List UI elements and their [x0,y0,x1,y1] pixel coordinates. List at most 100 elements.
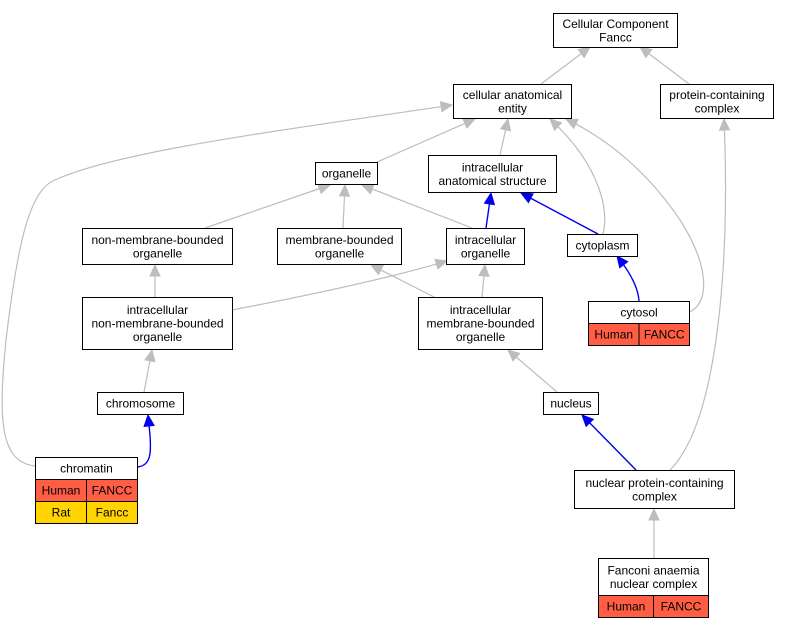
node-label-line: cellular anatomical [463,88,562,102]
edge-inmbo-to-io [231,258,449,311]
edge-arrowhead [369,264,384,276]
edge-arrowhead [317,183,332,195]
edge-arrowhead [549,118,563,132]
node-box [574,470,735,509]
node-organelle[interactable]: organelle [315,162,378,185]
node-inmbo[interactable]: intracellularnon-membrane-boundedorganel… [82,297,233,350]
node-label-line: cytoplasm [575,239,629,253]
node-label-line: anatomical structure [438,174,546,188]
edge-line [616,255,640,302]
node-label-line: nucleus [550,397,591,411]
edge-cytosol-to-cytoplasm [616,255,640,302]
edge-inmbo-to-nmbo [149,263,161,297]
edge-line [361,184,473,229]
gene-label: FANCC [92,484,133,498]
edge-cae-to-root [540,46,591,85]
node-label-line: intracellular [455,233,516,247]
node-box [97,392,184,415]
edge-chromosome-to-inmbo [143,348,156,393]
edge-cytoplasm-to-cae [549,118,606,235]
edge-arrowhead [434,258,449,270]
edge-arrowhead [507,349,521,362]
edge-arrowhead [439,101,454,113]
edge-line [136,414,152,468]
edge-npcc-to-nucleus [581,414,637,471]
edge-imbo-to-mbo [369,264,435,298]
node-label-line: non-membrane-bounded [91,233,223,247]
node-label-line: chromosome [106,397,176,411]
node-box [315,162,378,185]
species-label: Rat [52,506,71,520]
node-chromosome[interactable]: chromosome [97,392,184,415]
edge-cytoplasm-to-ias [519,192,599,235]
edge-arrowhead [360,183,375,195]
edge-chromatin-to-cae [1,101,454,467]
node-box [543,392,599,415]
node-box [453,84,572,119]
edge-mbo-to-organelle [338,183,351,229]
edge-arrowhead [564,118,579,130]
edge-pcc-to-root [639,46,690,85]
edge-arrowhead [478,263,490,277]
gene-label: FANCC [644,328,685,342]
edge-arrowhead [144,348,156,363]
species-label: Human [42,484,81,498]
edge-ias-to-cae [499,117,512,156]
gene-cell [86,501,138,524]
node-box [567,234,638,257]
node-label-line: organelle [315,246,365,260]
edge-arrowhead [648,507,660,521]
node-label-line: chromatin [60,462,113,476]
gene-label: Fancc [96,506,129,520]
edge-line [231,260,448,311]
edge-io-to-ias [483,191,496,229]
edge-arrowhead [519,192,534,204]
annotation-row-human: Human FANCC [588,323,690,346]
node-label-line: intracellular [127,303,188,317]
node-nucleus[interactable]: nucleus [543,392,599,415]
edge-imbo-to-io [478,263,490,298]
node-label-line: organelle [133,330,183,344]
node-label-line: nuclear protein-containing [585,476,723,490]
edge-arrowhead [718,117,731,131]
node-label-line: organelle [456,330,506,344]
edge-line [549,118,606,235]
node-box [660,84,774,119]
edge-nucleus-to-imbo [507,349,558,393]
node-label-line: complex [695,101,740,115]
edge-arrowhead [577,46,591,59]
node-label-line: intracellular [462,160,523,174]
edge-line [485,192,492,229]
edge-arrowhead [639,46,653,59]
edge-line [581,414,637,471]
edge-arrowhead [338,183,351,197]
node-label-line: entity [498,101,527,115]
edge-arrowhead [462,118,477,129]
node-label-line: protein-containing [669,88,764,102]
edge-line [499,118,509,156]
edge-arrowhead [581,414,595,428]
node-label-line: non-membrane-bounded [91,317,223,331]
node-box [553,13,678,48]
node-label-line: membrane-bounded [285,233,393,247]
node-label-line: intracellular [450,303,511,317]
node-cytoplasm[interactable]: cytoplasm [567,234,638,257]
edge-cytosol-to-cae [564,118,705,313]
species-label: Human [594,328,633,342]
edge-line [565,118,705,313]
edge-line [204,184,331,229]
